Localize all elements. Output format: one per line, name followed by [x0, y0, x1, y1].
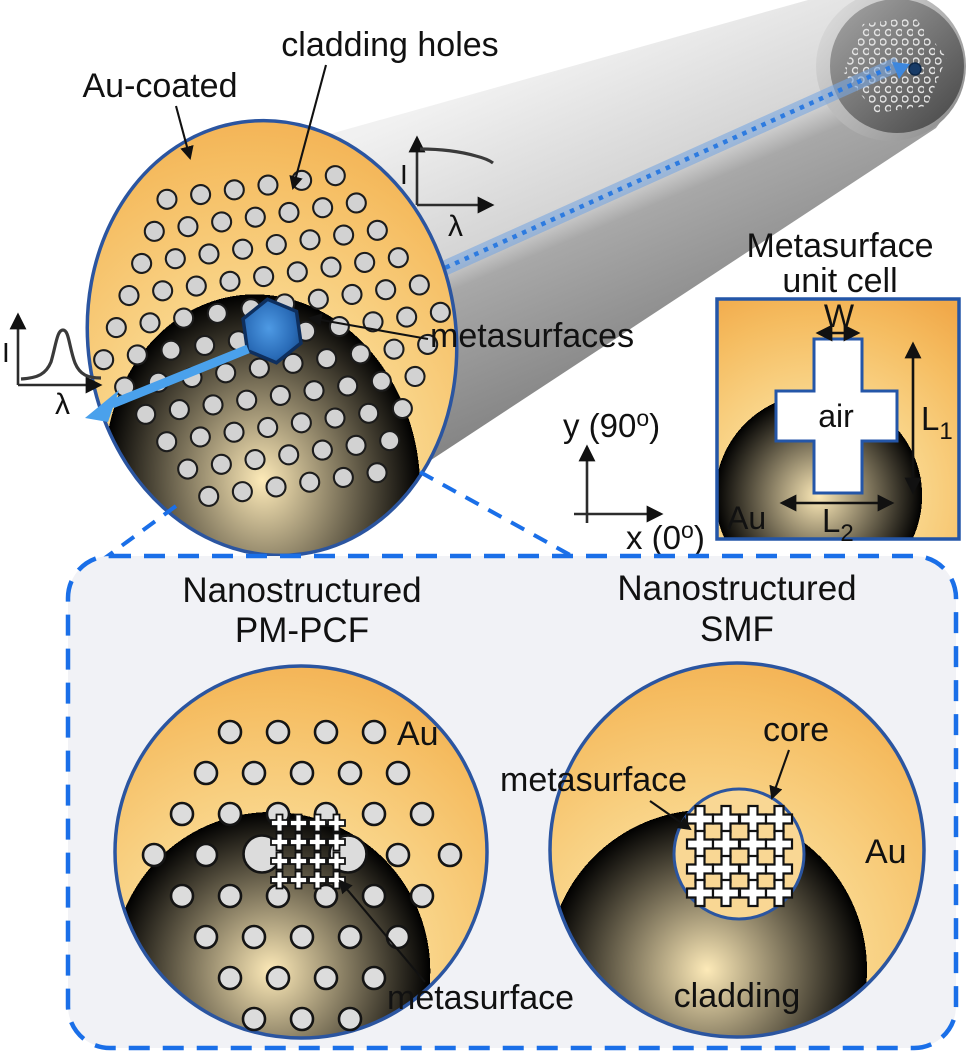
l1-label: L1: [921, 400, 953, 445]
output-beam-arrow: [85, 344, 250, 422]
fiber-front-face: [85, 118, 459, 558]
pmpcf-title-line1: Nanostructured: [182, 571, 421, 610]
resonance-spectrum-inset: I λ: [2, 312, 103, 421]
smf-cladding-label: cladding: [674, 977, 801, 1015]
inset-peak-xlabel: λ: [55, 388, 70, 421]
pmpcf-title-line2: PM-PCF: [235, 611, 369, 650]
smf-core-arrow: [769, 749, 790, 800]
axis-y-label: y (90o): [563, 405, 660, 444]
inset-dip-xlabel: λ: [448, 210, 463, 243]
metasurfaces-arrow: [307, 313, 429, 341]
smf-cross-section: Nanostructured SMF core metasurface Au c…: [500, 569, 926, 1039]
smf-core-label: core: [763, 711, 829, 749]
inset-dip-ylabel: I: [400, 159, 408, 190]
broadband-curve: [419, 147, 494, 165]
zoom-panel: Nanostructured PM-PCF Au: [65, 470, 959, 1051]
beam-dotted-line: [435, 61, 899, 275]
pmpcf-gold-label: Au: [397, 715, 439, 753]
inset-peak-ylabel: I: [2, 337, 10, 368]
light-beam: [432, 57, 922, 279]
unit-cell-title-line2: unit cell: [782, 262, 897, 300]
smf-metasurface-arrow: [649, 800, 692, 831]
coordinate-axes: y (90o) x (0o): [563, 405, 705, 556]
zoom-connector-right: [419, 470, 573, 558]
smf-gold-label: Au: [865, 833, 907, 871]
unit-cell-title-line1: Metasurface: [746, 227, 933, 265]
zoom-connector-left: [92, 504, 178, 568]
l2-label: L2: [822, 502, 854, 547]
unit-cell-gold-label: Au: [727, 500, 766, 536]
smf-metasurface-label: metasurface: [500, 761, 687, 799]
far-core-dot: [908, 62, 922, 76]
cladding-holes-label: cladding holes: [281, 26, 498, 64]
pm-metasurface-arrow: [338, 879, 426, 983]
transmission-spectrum-inset: I λ: [400, 135, 495, 243]
smf-title-line1: Nanostructured: [617, 569, 856, 608]
metasurface-unit-cell: Metasurface unit cell W air L1 L2 Au: [715, 227, 961, 547]
pmpcf-cross-section: Nanostructured PM-PCF Au: [113, 571, 574, 1040]
output-arrowhead-icon: [85, 390, 119, 422]
resonance-peak-curve: [20, 328, 102, 381]
pm-metasurface-label: metasurface: [387, 979, 574, 1017]
width-label: W: [824, 298, 855, 334]
au-coated-arrow: [174, 105, 194, 160]
metasurfaces-label: metasurfaces: [430, 317, 634, 355]
cladding-holes-arrow: [289, 64, 328, 190]
beam-arrowhead-icon: [892, 62, 910, 79]
au-coated-label: Au-coated: [83, 67, 238, 105]
air-label: air: [818, 398, 854, 434]
metasurface-core-hexagon: [241, 297, 303, 365]
smf-title-line2: SMF: [700, 610, 774, 649]
axis-x-label: x (0o): [626, 517, 705, 556]
pmpcf-hole-array: [141, 719, 463, 1032]
air-cross: [774, 337, 899, 495]
